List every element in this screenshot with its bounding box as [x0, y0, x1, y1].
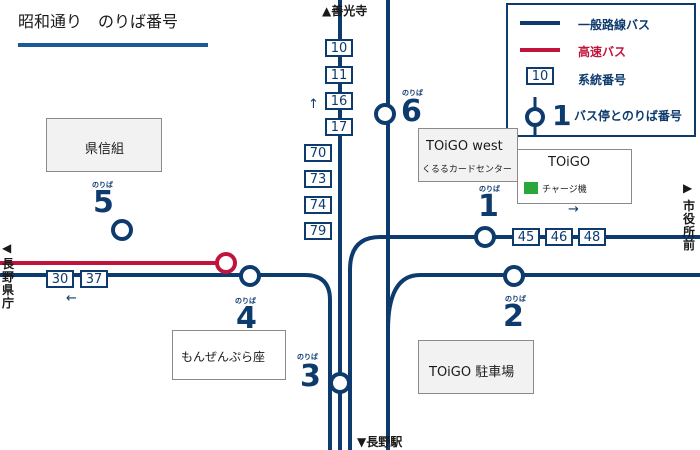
- stop-2-number: 2: [503, 299, 524, 334]
- legend-regular-label: 一般路線バス: [578, 18, 651, 32]
- route-line-east-to-south: [348, 235, 700, 450]
- charge-machine-icon: [524, 182, 538, 194]
- page-title: 昭和通り のりば番号: [18, 12, 179, 31]
- legend-regular-line: [520, 21, 560, 25]
- route-30[interactable]: 30: [46, 270, 74, 288]
- route-37[interactable]: 37: [80, 270, 108, 288]
- legend-route-label: 系統番号: [578, 73, 627, 87]
- building-toigo-west-sub: くるるカードセンター: [422, 165, 512, 175]
- legend: 一般路線バス 高速バス 10 系統番号 1 バス停とのりば番号: [506, 3, 696, 137]
- route-46[interactable]: 46: [545, 228, 573, 246]
- legend-route-sample: 10: [526, 67, 554, 85]
- stop-1-small-label: のりば: [479, 185, 500, 193]
- stop-2-marker[interactable]: [503, 265, 525, 287]
- building-monzen: もんぜんぷら座: [172, 330, 286, 380]
- stop-3-marker[interactable]: [329, 372, 351, 394]
- stop-4-marker[interactable]: [239, 265, 261, 287]
- route-74[interactable]: 74: [304, 196, 332, 214]
- legend-express-line: [520, 48, 560, 52]
- legend-stop-label: バス停とのりば番号: [574, 109, 682, 123]
- route-70[interactable]: 70: [304, 144, 332, 162]
- building-toigo-parking-label: TOiGO 駐車場: [429, 365, 515, 380]
- building-toigo-parking: TOiGO 駐車場: [418, 340, 534, 394]
- legend-stop-icon: [525, 97, 545, 135]
- stop-3-small-label: のりば: [297, 353, 318, 361]
- building-toigo-west: TOiGO west くるるカードセンター: [418, 128, 518, 182]
- stop-4-small-label: のりば: [235, 297, 256, 305]
- stop-5-small-label: のりば: [92, 181, 113, 189]
- west-arrow-icon: ←: [66, 291, 77, 306]
- route-17[interactable]: 17: [325, 118, 353, 136]
- express-stop-marker[interactable]: [215, 252, 237, 274]
- north-arrow-icon: ↑: [308, 97, 319, 112]
- stop-6-number: 6: [401, 94, 422, 129]
- stop-4-number: 4: [236, 301, 257, 336]
- building-monzen-label: もんぜんぷら座: [181, 350, 266, 364]
- stop-1-number: 1: [478, 189, 499, 224]
- stop-6-marker[interactable]: [374, 103, 396, 125]
- title-underline: [18, 43, 208, 47]
- building-toigo-west-label: TOiGO west: [426, 139, 503, 154]
- direction-north: ▲善光寺: [322, 4, 368, 18]
- stop-3-number: 3: [300, 359, 321, 394]
- legend-stop-number: 1: [552, 99, 572, 132]
- building-toigo-charge: チャージ機: [542, 185, 587, 195]
- stop-6-small-label: のりば: [402, 89, 423, 97]
- direction-east-arrow: ▶: [683, 181, 693, 195]
- route-16[interactable]: 16: [325, 92, 353, 110]
- route-45[interactable]: 45: [512, 228, 540, 246]
- route-line-west-to-south: [0, 273, 332, 450]
- direction-west: 長野県庁: [1, 257, 14, 310]
- route-48[interactable]: 48: [578, 228, 606, 246]
- stop-2-small-label: のりば: [505, 295, 526, 303]
- east-arrow-icon: →: [568, 202, 579, 217]
- stop-5-marker[interactable]: [111, 219, 133, 241]
- route-11[interactable]: 11: [325, 66, 353, 84]
- stop-1-marker[interactable]: [474, 226, 496, 248]
- legend-express-label: 高速バス: [578, 45, 627, 59]
- building-kenshinkumi: 県信組: [46, 118, 162, 172]
- direction-west-arrow: ◀: [2, 241, 12, 255]
- building-toigo: TOiGO チャージ機: [517, 149, 632, 204]
- direction-east: 市役所前: [682, 199, 695, 252]
- building-toigo-label: TOiGO: [548, 155, 591, 170]
- stop-5-number: 5: [93, 185, 114, 220]
- route-line-south-to-east: [386, 273, 700, 331]
- route-73[interactable]: 73: [304, 170, 332, 188]
- route-79[interactable]: 79: [304, 222, 332, 240]
- building-kenshinkumi-label: 県信組: [85, 142, 125, 157]
- route-10[interactable]: 10: [325, 39, 353, 57]
- direction-south: ▼長野駅: [357, 435, 403, 449]
